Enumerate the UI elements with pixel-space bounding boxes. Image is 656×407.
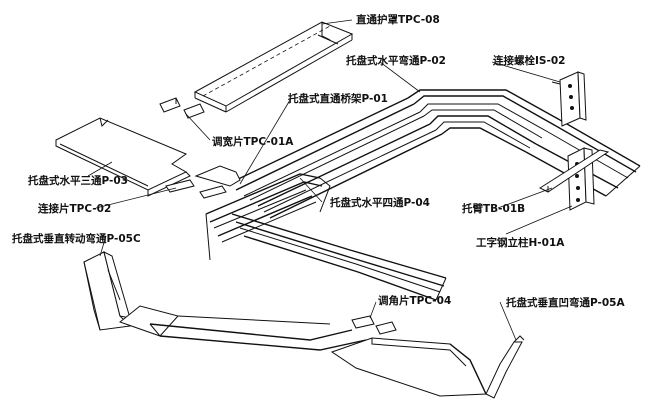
label-straight-cover: 直通护罩TPC-08 [356, 13, 440, 26]
label-horizontal-cross: 托盘式水平四通P-04 [330, 196, 430, 209]
label-angle-adjust-plate: 调角片TPC-04 [378, 294, 451, 307]
vertical-concave-elbow-part [330, 335, 525, 399]
horizontal-cross-part [194, 165, 447, 301]
connecting-bolt-part [551, 71, 587, 127]
label-adjust-width-plate: 调宽片TPC-01A [212, 135, 294, 148]
angle-adjust-plate-part [351, 315, 397, 335]
straight-tray-part [231, 97, 443, 219]
horizontal-elbow-part [407, 89, 641, 197]
label-horizontal-tee: 托盘式水平三通P-03 [28, 174, 128, 187]
label-horizontal-elbow: 托盘式水平弯通P-02 [346, 54, 446, 67]
label-bracket-arm: 托臂TB-01B [462, 202, 525, 215]
horizontal-tee-part [55, 117, 191, 197]
adjust-width-plate-part [159, 97, 205, 119]
label-connecting-bolt: 连接螺栓IS-02 [493, 54, 565, 67]
label-vertical-concave-elbow: 托盘式垂直凹弯通P-05A [506, 296, 625, 309]
label-straight-tray: 托盘式直通桥架P-01 [288, 92, 388, 105]
vertical-rotating-elbow-part [83, 251, 367, 351]
straight-cover-part [193, 21, 354, 113]
label-i-beam-column: 工字钢立柱H-01A [476, 236, 565, 249]
label-vertical-rotating-elbow: 托盘式垂直转动弯通P-05C [12, 232, 141, 245]
leader-lines [87, 19, 573, 341]
label-connecting-plate: 连接片TPC-02 [38, 202, 111, 215]
